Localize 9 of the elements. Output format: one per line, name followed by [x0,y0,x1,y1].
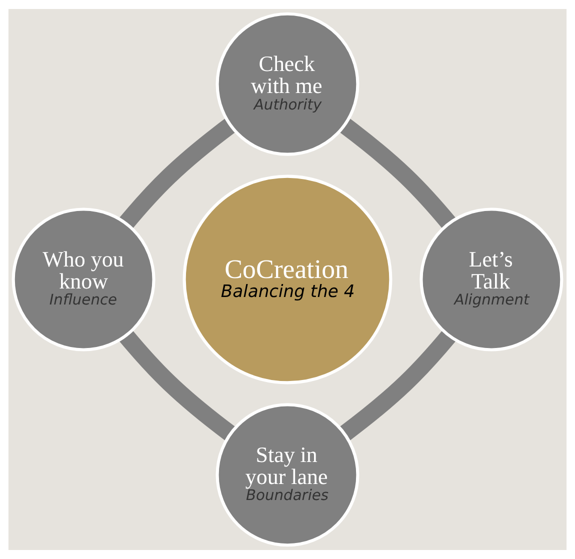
node-circle: Let’s Talk Alignment [420,208,564,352]
node-circle: CoCreation Balancing the 4 [182,174,392,384]
node-circle: Stay in your lane Boundaries [216,403,360,547]
connector [340,330,456,440]
node-circle: Check with me Authority [216,12,360,156]
connector [119,118,236,229]
connector [119,330,236,440]
connector [340,118,456,229]
node-circle: Who you know Influence [12,208,156,352]
